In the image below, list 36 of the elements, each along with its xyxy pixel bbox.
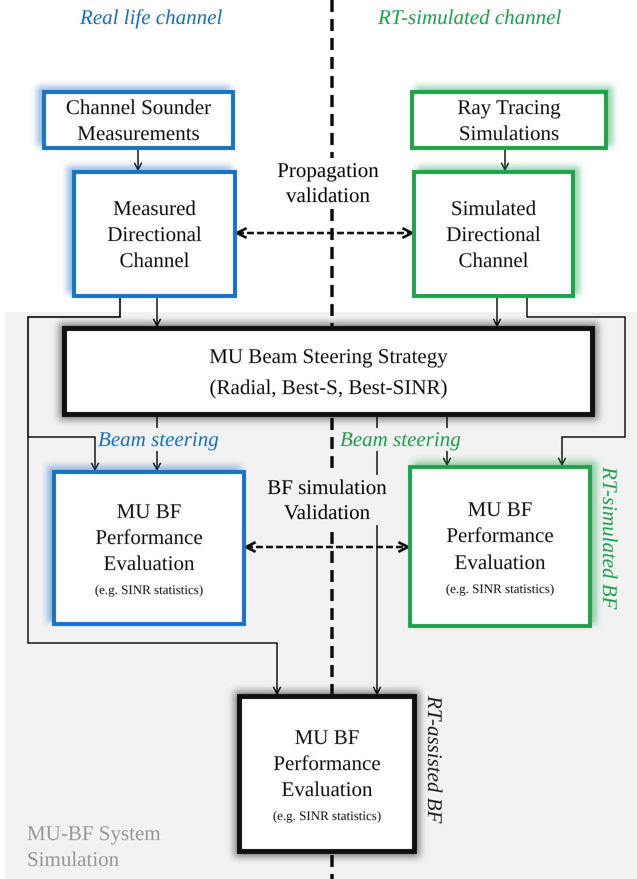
column-heading: Real life channel [80,6,222,30]
box-title: MU BF Performance Evaluation [94,498,204,576]
process-box [72,170,237,298]
box-title: Ray Tracing Simulations [456,94,562,146]
box-title: MU BF Performance Evaluation [272,724,382,802]
arrow [500,150,510,171]
side-caption: RT-assisted BF [422,696,447,824]
process-box [42,90,235,150]
process-box [52,470,246,626]
process-box [410,90,608,150]
arrow [526,298,626,466]
arrow [134,150,142,171]
box-subtitle: (e.g. SINR statistics) [444,580,556,597]
edge-caption: Beam steering [340,428,461,452]
edge-caption: Beam steering [98,428,219,452]
process-box [412,170,575,298]
strategy-box [62,326,595,417]
side-caption: RT-simulated BF [597,467,622,610]
system-simulation-region [5,312,637,879]
box-subtitle: (e.g. SINR statistics) [272,808,382,824]
box-title: Channel Sounder Measurements [64,94,212,146]
validation-arrow [244,540,410,554]
column-heading: RT-simulated channel [378,6,562,30]
process-box [237,694,417,854]
box-title: Simulated Directional Channel [445,194,542,274]
arrow [492,298,502,327]
arrow [27,298,282,695]
validation-arrow [236,226,414,240]
box-title: Measured Directional Channel [106,194,203,274]
process-box [408,465,592,628]
box-subtitle: (Radial, Best-S, Best-SINR) [208,374,448,400]
box-subtitle: (e.g. SINR statistics) [94,582,204,598]
box-title: MU Beam Steering Strategy [208,343,449,370]
region-title: MU-BF System Simulation [27,820,162,872]
arrow [152,298,162,327]
box-title: MU BF Performance Evaluation [445,496,555,575]
